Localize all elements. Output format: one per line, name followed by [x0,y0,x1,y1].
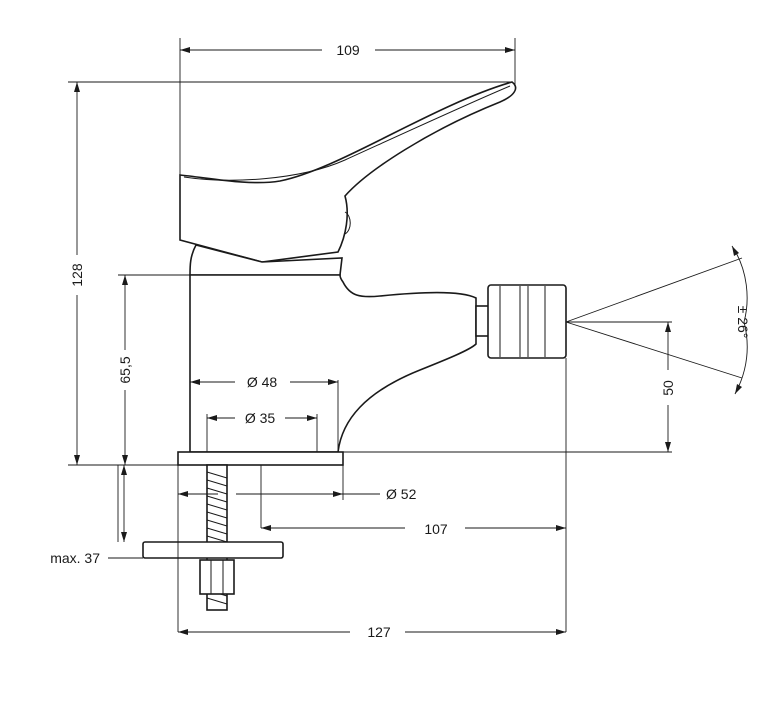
extension-lines [68,38,672,632]
mixer-body [189,274,477,453]
dim-label-max-thickness: max. 37 [50,550,100,566]
dim-label-dia-52: Ø 52 [386,486,417,502]
base-plate [177,451,344,466]
spout-nozzle [487,284,567,359]
dim-label-nozzle-height: 50 [660,380,676,396]
lever-inner-edge [183,85,511,181]
dim-label-dia-35: Ø 35 [245,410,276,426]
dim-label-dia-48: Ø 48 [247,374,278,390]
dim-label-base-to-nozzle: 127 [367,624,391,640]
hex-nut [199,559,235,595]
dim-label-swivel-angle: ± 26° [735,306,751,339]
dim-label-body-height: 65,5 [117,356,133,383]
faucet-outline [142,81,567,611]
dim-label-spout-reach: 107 [424,521,448,537]
cartridge-cap [189,244,343,276]
lever-knob [344,211,351,235]
dim-label-top-width: 109 [336,42,360,58]
dim-label-total-height: 128 [69,263,85,287]
fixing-plate [142,541,284,559]
dimension-labels: 109 128 65,5 Ø 48 Ø 35 Ø 52 107 127 50 m… [50,42,751,640]
dimension-lines [74,47,748,635]
lever-handle [179,81,517,263]
